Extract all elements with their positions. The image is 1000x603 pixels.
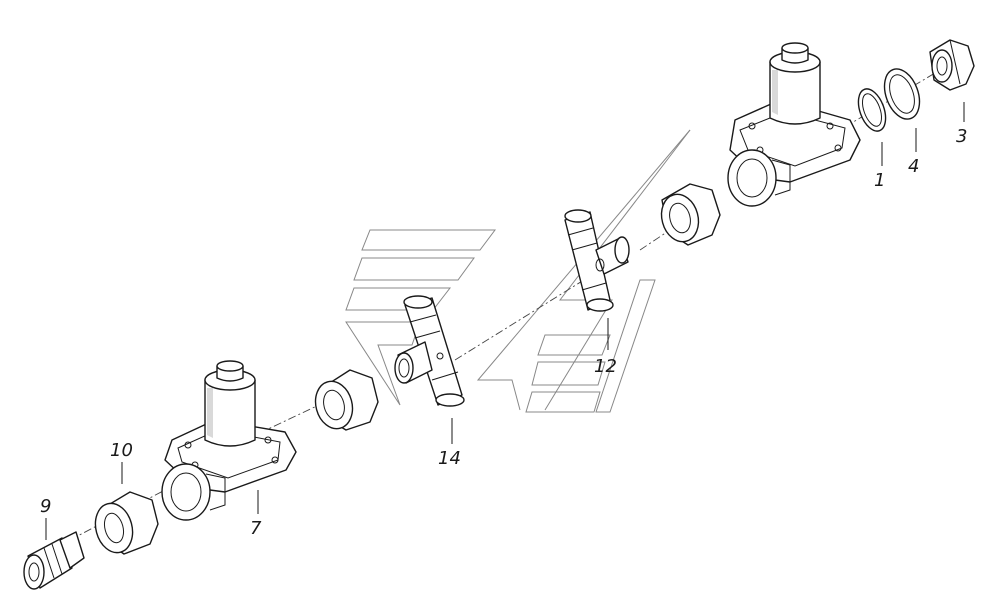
middle-nut bbox=[314, 369, 379, 431]
part-9-fitting bbox=[23, 531, 85, 590]
callout-7: 7 bbox=[250, 518, 262, 539]
callout-3: 3 bbox=[956, 126, 967, 147]
callout-10: 10 bbox=[110, 440, 133, 461]
leader-lines bbox=[45, 102, 965, 540]
part-4-ring bbox=[883, 68, 921, 120]
callout-1: 1 bbox=[874, 170, 885, 191]
callout-14: 14 bbox=[438, 448, 461, 469]
part-12-tee bbox=[564, 209, 630, 312]
callout-12: 12 bbox=[594, 356, 617, 377]
part-3-plug bbox=[929, 39, 975, 91]
part-14-tee bbox=[394, 295, 465, 407]
part-7-lower-valve bbox=[161, 360, 297, 521]
callout-4: 4 bbox=[908, 156, 919, 177]
upper-valve bbox=[727, 42, 861, 207]
callout-labels: 3 4 1 12 14 7 10 9 bbox=[40, 126, 967, 539]
callout-9: 9 bbox=[40, 496, 51, 517]
upper-nut bbox=[660, 183, 721, 246]
part-1-ring bbox=[857, 88, 887, 132]
part-10-nut bbox=[94, 491, 159, 555]
